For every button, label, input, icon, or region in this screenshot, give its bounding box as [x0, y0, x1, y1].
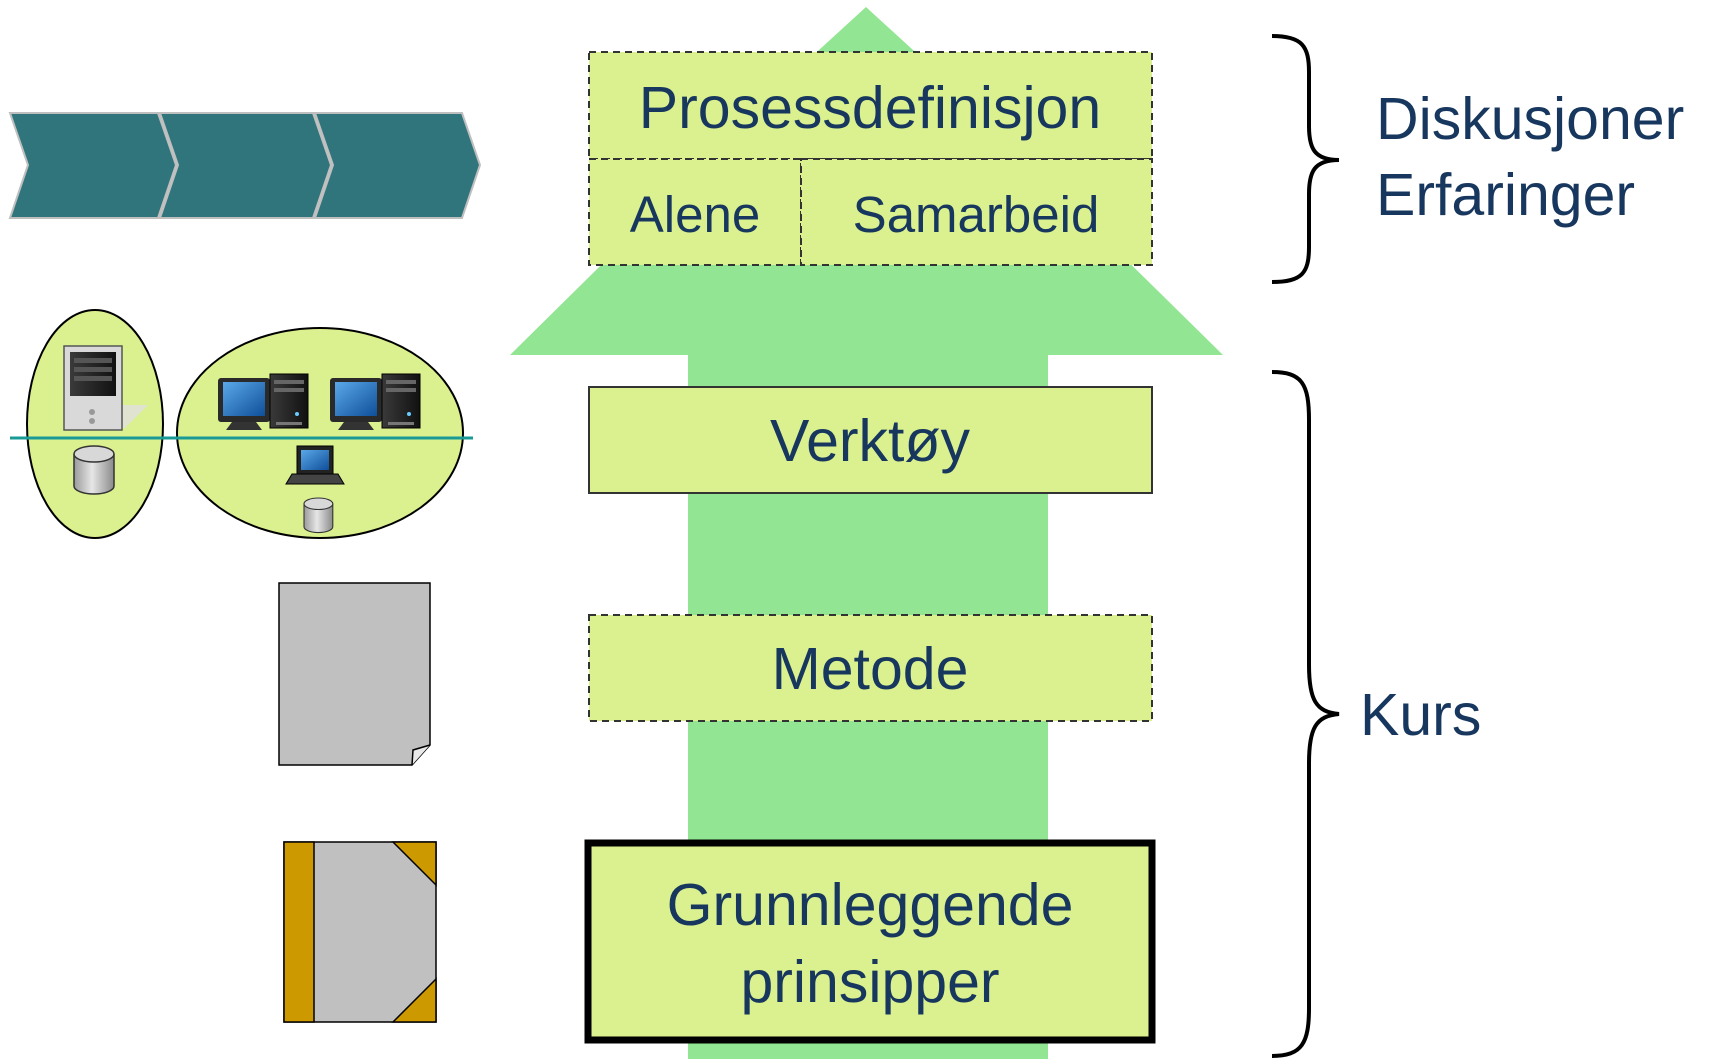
method-layer: Metode: [588, 614, 1153, 722]
tools-box: [588, 386, 1153, 494]
alone-label: Alene: [630, 186, 760, 243]
method-box: [588, 614, 1153, 722]
document-icon: [278, 582, 431, 766]
lower-brace: [1271, 370, 1340, 1058]
database-icon: [303, 497, 334, 534]
server-database-icon: [26, 309, 164, 539]
server-tower-icon: [63, 345, 148, 431]
method-label: Metode: [772, 636, 969, 702]
alone-box: [588, 158, 802, 266]
collaboration-label: Samarbeid: [853, 186, 1100, 243]
tools-layer: Verktøy: [588, 386, 1153, 494]
workstation-icon-1: [217, 373, 309, 431]
principles-box: [584, 839, 1156, 1044]
progress-arrow: [510, 7, 1223, 1059]
binder-book-icon: [283, 841, 437, 1023]
principles-label-line1: Grunnleggende: [667, 872, 1074, 938]
process-chevron-step-2: [158, 112, 333, 219]
database-icon: [73, 445, 115, 495]
course-label: Kurs: [1360, 682, 1481, 748]
upper-brace: [1271, 34, 1340, 284]
process-chevron-icon: [8, 112, 482, 219]
process-definition-box: [588, 51, 1153, 160]
laptop-icon: [285, 445, 345, 485]
principles-label-line2: prinsipper: [740, 949, 999, 1015]
process-chevron-step-3: [313, 112, 482, 219]
process-definition-label: Prosessdefinisjon: [639, 75, 1101, 141]
process-chevron-step-1: [8, 112, 178, 219]
networked-computers-icon: [176, 327, 464, 539]
discussions-label: Diskusjoner: [1376, 86, 1684, 152]
experiences-label: Erfaringer: [1376, 162, 1635, 228]
workstation-icon-2: [329, 373, 421, 431]
process-definition-block: Prosessdefinisjon Alene Samarbeid: [588, 51, 1153, 266]
principles-layer: Grunnleggende prinsipper: [584, 839, 1156, 1044]
tools-label: Verktøy: [770, 408, 970, 474]
collaboration-box: [800, 158, 1153, 266]
